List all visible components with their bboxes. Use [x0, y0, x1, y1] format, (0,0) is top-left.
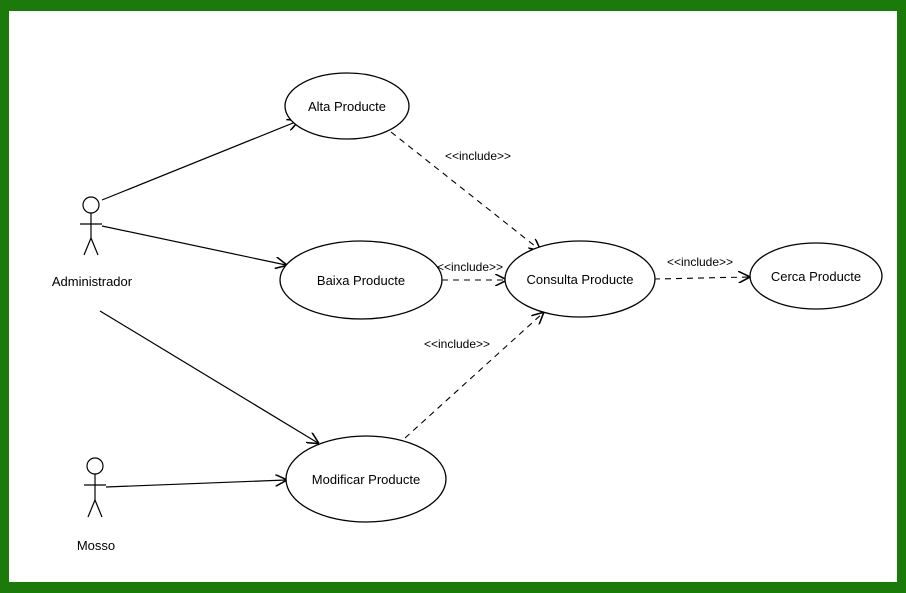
association-admin-alta[interactable]: [101, 121, 298, 201]
actor-administrador-label: Administrador: [52, 274, 133, 289]
usecase-modificar-producte-label: Modificar Producte: [312, 472, 420, 487]
association-admin-modificar[interactable]: [99, 310, 318, 443]
usecase-cerca-producte-label: Cerca Producte: [771, 269, 861, 284]
actor-mosso-label: Mosso: [77, 538, 115, 553]
include-consulta-cerca[interactable]: [653, 277, 749, 279]
include-label-alta: <<include>>: [445, 149, 511, 163]
usecase-alta-producte[interactable]: Alta Producte: [284, 72, 410, 140]
usecase-baixa-producte-label: Baixa Producte: [317, 273, 405, 288]
include-modificar-consulta[interactable]: [404, 313, 543, 439]
include-label-baixa: <<include>>: [437, 260, 503, 274]
usecase-baixa-producte[interactable]: Baixa Producte: [279, 240, 443, 320]
association-admin-baixa[interactable]: [101, 225, 286, 265]
usecase-modificar-producte[interactable]: Modificar Producte: [285, 435, 447, 523]
usecase-cerca-producte[interactable]: Cerca Producte: [749, 242, 883, 310]
actor-mosso[interactable]: [84, 457, 106, 518]
usecase-consulta-producte[interactable]: Consulta Producte: [504, 240, 656, 318]
include-label-modificar: <<include>>: [424, 337, 490, 351]
include-label-consulta-cerca: <<include>>: [667, 255, 733, 269]
association-mosso-modificar[interactable]: [105, 480, 286, 488]
usecase-consulta-producte-label: Consulta Producte: [527, 272, 634, 287]
actor-administrador[interactable]: [80, 196, 102, 256]
usecase-alta-producte-label: Alta Producte: [308, 99, 386, 114]
include-alta-consulta[interactable]: [390, 131, 540, 250]
